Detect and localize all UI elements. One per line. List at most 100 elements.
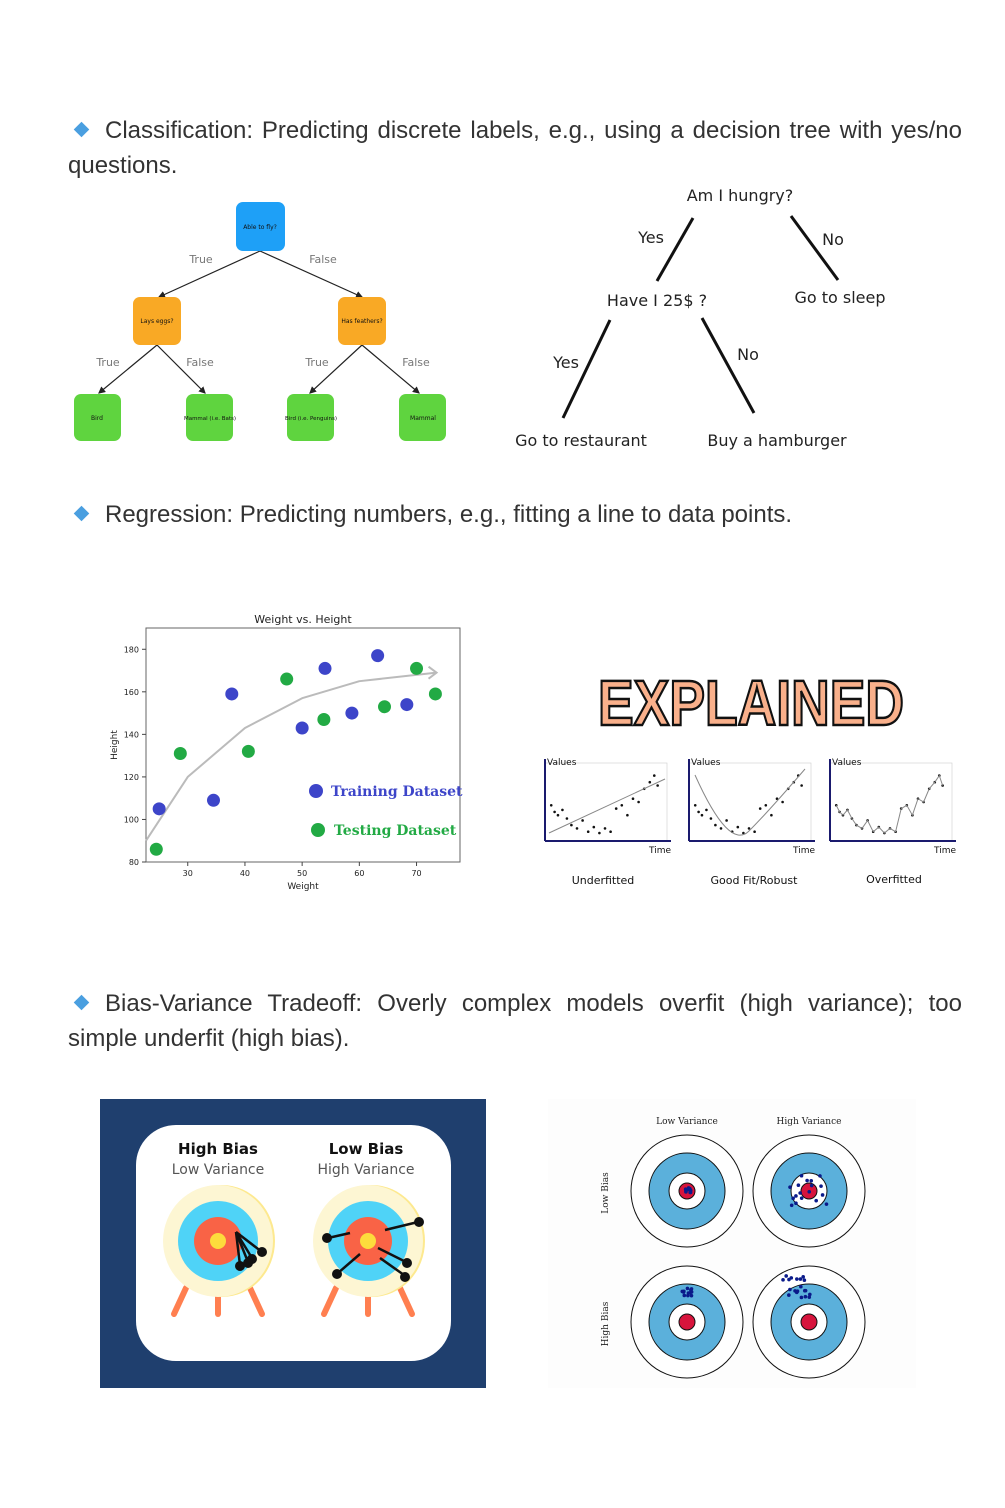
low-variance-subtitle: Low Variance bbox=[172, 1162, 265, 1178]
x-tick-label: 40 bbox=[240, 869, 250, 878]
edge-label: False bbox=[309, 253, 337, 266]
time-axis-label: Time bbox=[933, 846, 956, 856]
sample-point bbox=[637, 800, 640, 804]
sample-point bbox=[764, 804, 768, 807]
shot-point bbox=[807, 1189, 812, 1194]
tree-leaf-label: Mammal bbox=[410, 415, 436, 422]
sample-point bbox=[714, 823, 717, 827]
edge-label: False bbox=[186, 356, 214, 369]
low-bias-title: Low Bias bbox=[329, 1140, 404, 1158]
sample-point bbox=[565, 817, 569, 820]
sample-point bbox=[747, 827, 751, 830]
shot-point bbox=[799, 1284, 803, 1289]
fit-curve bbox=[835, 774, 944, 834]
edge-label: False bbox=[402, 356, 430, 369]
data-point bbox=[345, 706, 359, 720]
shot-point bbox=[803, 1294, 808, 1299]
paragraph-text: Bias-Variance Tradeoff: Overly complex m… bbox=[68, 990, 962, 1052]
shot-point bbox=[814, 1198, 818, 1203]
sample-point bbox=[753, 830, 756, 833]
shot-point bbox=[688, 1187, 692, 1191]
legend-training-label: Training Dataset bbox=[331, 784, 463, 800]
shot-point bbox=[807, 1295, 812, 1299]
y-tick-label: 80 bbox=[129, 858, 139, 867]
sample-point bbox=[556, 813, 560, 817]
shot-point bbox=[688, 1290, 692, 1295]
values-axis-label: Values bbox=[832, 758, 862, 768]
tree-leaf-label: Mammal (i.e. Bats) bbox=[184, 416, 236, 422]
shot-point bbox=[796, 1183, 801, 1188]
sample-point bbox=[614, 807, 618, 810]
tree-root-label: Able to fly? bbox=[243, 224, 277, 231]
data-point bbox=[149, 842, 163, 856]
sample-point bbox=[693, 804, 697, 807]
shot-point bbox=[820, 1193, 825, 1197]
data-point bbox=[318, 661, 332, 675]
shot-point bbox=[794, 1201, 798, 1206]
data-point bbox=[241, 744, 255, 758]
tree-node-lays-eggs bbox=[133, 297, 181, 345]
shot-point bbox=[818, 1174, 822, 1178]
sample-point bbox=[697, 810, 700, 814]
y-tick-label: 100 bbox=[124, 815, 139, 824]
shot-point bbox=[798, 1191, 802, 1195]
shot-point bbox=[819, 1184, 823, 1188]
hungry-question: Am I hungry? bbox=[687, 186, 794, 205]
sample-point bbox=[775, 797, 779, 800]
trend-curve bbox=[145, 671, 437, 842]
sample-point bbox=[603, 827, 607, 830]
tree-leaf-label: Bird bbox=[91, 415, 103, 422]
data-point bbox=[410, 661, 424, 675]
shot-point bbox=[803, 1288, 808, 1293]
col-label-low-variance: Low Variance bbox=[656, 1117, 718, 1127]
data-point bbox=[371, 649, 385, 663]
shot-point bbox=[689, 1288, 693, 1292]
high-variance-subtitle: High Variance bbox=[317, 1162, 414, 1178]
sample-point bbox=[586, 830, 590, 833]
paragraph-text: Classification: Predicting discrete labe… bbox=[68, 117, 962, 179]
sample-point bbox=[549, 804, 553, 807]
time-axis-label: Time bbox=[648, 846, 671, 856]
sample-point bbox=[781, 800, 784, 804]
tree-leaf bbox=[399, 394, 446, 441]
edge-yes: Yes bbox=[552, 353, 579, 372]
sample-point bbox=[800, 784, 803, 787]
caption-good-fit: Good Fit/Robust bbox=[711, 874, 799, 887]
bias-variance-paragraph: Bias-Variance Tradeoff: Overly complex m… bbox=[68, 986, 962, 1056]
sample-point bbox=[705, 808, 708, 812]
sample-point bbox=[592, 825, 596, 829]
data-point bbox=[295, 721, 309, 735]
shot-point bbox=[802, 1278, 807, 1283]
edge-no: No bbox=[737, 345, 759, 364]
shot-point bbox=[789, 1203, 794, 1208]
shot-point bbox=[788, 1185, 792, 1189]
sample-point bbox=[598, 831, 601, 835]
sample-point bbox=[561, 808, 564, 812]
shot-point bbox=[795, 1277, 799, 1281]
shot-point bbox=[788, 1287, 792, 1292]
time-axis-label: Time bbox=[792, 846, 815, 856]
edge-label: True bbox=[95, 356, 120, 369]
x-tick-label: 30 bbox=[183, 869, 193, 878]
y-tick-label: 180 bbox=[124, 645, 139, 654]
caption-overfitted: Overfitted bbox=[866, 873, 922, 886]
shot-point bbox=[689, 1293, 694, 1298]
x-tick-label: 70 bbox=[411, 869, 421, 878]
y-axis-label: Height bbox=[110, 730, 120, 760]
shot-point bbox=[787, 1277, 791, 1282]
tree-leaf bbox=[74, 394, 121, 441]
sample-point bbox=[656, 784, 659, 787]
data-point bbox=[225, 687, 239, 701]
shot-point bbox=[794, 1290, 799, 1295]
sample-point bbox=[626, 813, 629, 817]
sample-point bbox=[770, 813, 773, 817]
row-label-low-bias: Low Bias bbox=[601, 1172, 611, 1214]
sample-point bbox=[631, 797, 635, 800]
shot-point bbox=[805, 1178, 809, 1183]
legend-training-marker bbox=[309, 784, 323, 798]
y-tick-label: 120 bbox=[124, 773, 139, 782]
tree-leaf bbox=[287, 394, 334, 441]
go-to-sleep: Go to sleep bbox=[794, 288, 885, 307]
x-tick-label: 60 bbox=[354, 869, 364, 878]
